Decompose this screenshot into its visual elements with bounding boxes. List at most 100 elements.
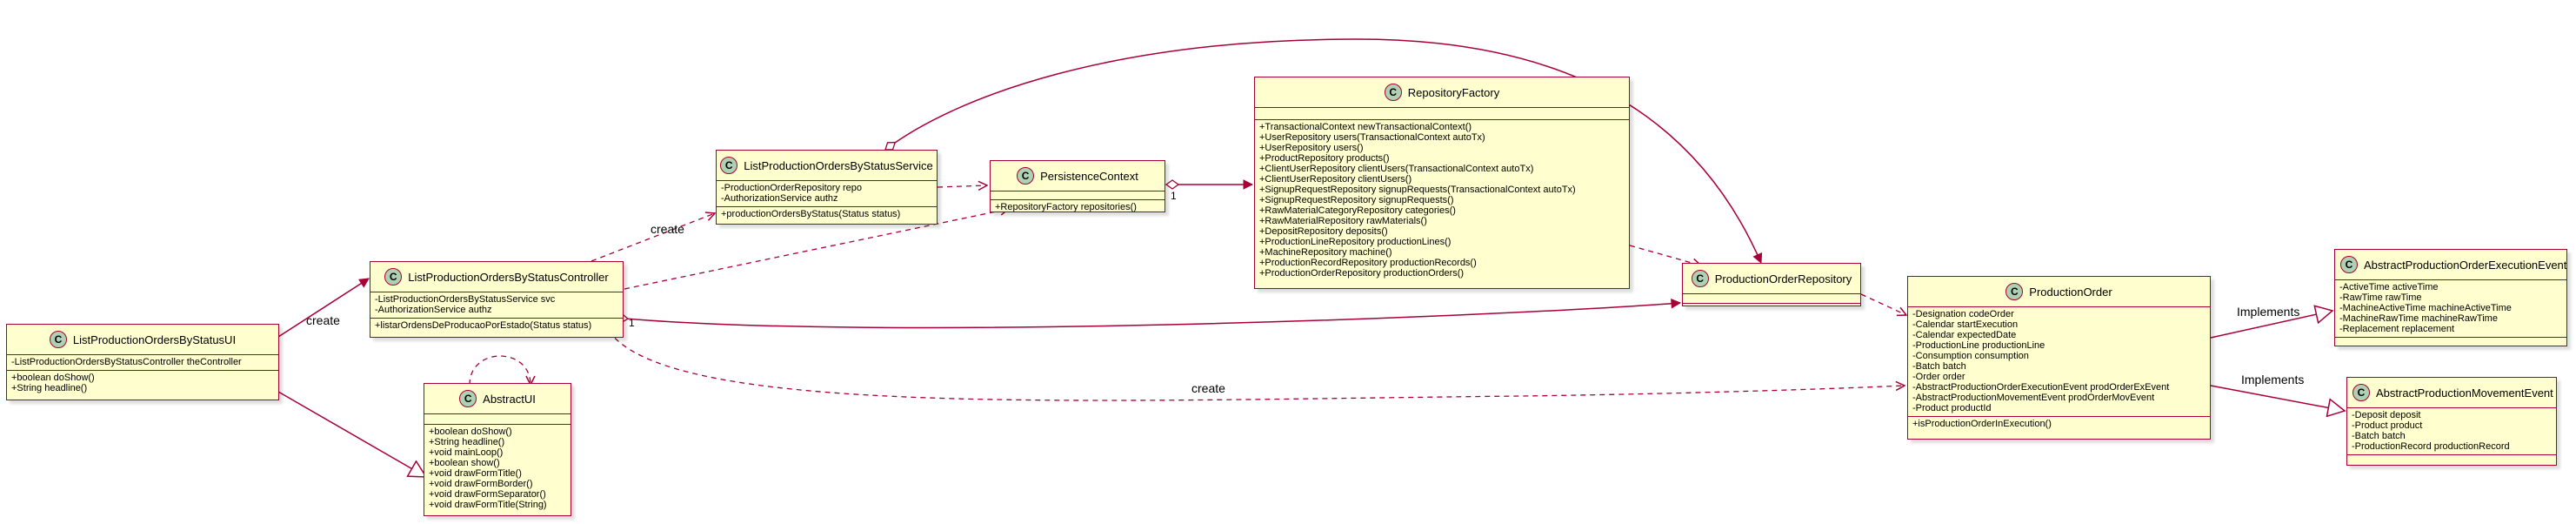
class-name: AbstractProductionMovementEvent [2376,386,2553,400]
class-c-icon: C [1384,84,1402,101]
class-c-icon: C [459,390,477,407]
field: -ActiveTime activeTime [2339,282,2439,292]
methods-section: +RepositoryFactory repositories() [991,200,1165,215]
label-create-controller-service: create [651,222,684,236]
class-header: C ListProductionOrdersByStatusController [370,262,623,292]
fields-section: -Designation codeOrder -Calendar startEx… [1908,307,2210,417]
fields-section: -ActiveTime activeTime -RawTime rawTime … [2335,280,2566,338]
method: +void mainLoop() [429,447,504,458]
class-list-production-orders-by-status-controller[interactable]: C ListProductionOrdersByStatusController… [370,261,624,338]
class-repository-factory[interactable]: C RepositoryFactory +TransactionalContex… [1254,77,1630,289]
method: +listarOrdensDeProducaoPorEstado(Status … [375,320,592,331]
field: -ListProductionOrdersByStatusService svc [375,294,556,305]
method: +RawMaterialCategoryRepository categorie… [1259,205,1456,216]
method: +SignupRequestRepository signupRequests(… [1259,195,1454,205]
realization-order-execevent [2210,311,2332,339]
method: +boolean show() [429,458,500,468]
method: +ProductionRecordRepository productionRe… [1259,258,1477,268]
method: +ProductRepository products() [1259,153,1390,164]
dep-service-persistence [937,185,987,187]
field: -Replacement replacement [2339,324,2455,334]
class-persistence-context[interactable]: C PersistenceContext +RepositoryFactory … [990,160,1165,212]
field: -MachineActiveTime machineActiveTime [2339,303,2512,313]
label-implements-mov: Implements [2241,373,2305,386]
fields-section: -ListProductionOrdersByStatusController … [7,355,278,371]
methods-section: +productionOrdersByStatus(Status status) [717,207,937,222]
class-c-icon: C [2352,384,2370,401]
method: +TransactionalContext newTransactionalCo… [1259,122,1472,132]
methods-section: +listarOrdensDeProducaoPorEstado(Status … [370,319,623,333]
class-name: ListProductionOrdersByStatusUI [72,333,237,346]
class-name: ProductionOrderRepository [1714,272,1852,286]
field: -ProductionLine productionLine [1912,340,2045,351]
class-header: C ListProductionOrdersByStatusUI [7,325,278,355]
field: -Product productId [1912,403,1992,413]
class-name: AbstractProductionOrderExecutionEvent [2364,258,2567,272]
method: +MachineRepository machine() [1259,247,1392,258]
method: +String headline() [429,437,505,447]
fields-section: -Deposit deposit -Product product -Batch… [2347,408,2556,455]
dep-controller-order [608,330,1905,401]
class-abstract-ui[interactable]: C AbstractUI +boolean doShow() +String h… [424,383,571,516]
dep-controller-service [591,213,715,262]
field: -Designation codeOrder [1912,309,2014,319]
class-name: PersistenceContext [1040,169,1138,183]
method: +ProductionOrderRepository productionOrd… [1259,268,1465,279]
fields-section [991,191,1165,200]
class-header: C ProductionOrder [1908,277,2210,307]
methods-section [1683,304,1860,313]
class-abstract-production-order-execution-event[interactable]: C AbstractProductionOrderExecutionEvent … [2334,249,2567,346]
method: +RawMaterialRepository rawMaterials() [1259,216,1427,226]
method: +void drawFormBorder() [429,479,533,489]
fields-section [1683,294,1860,304]
field: -RawTime rawTime [2339,292,2422,303]
method: +boolean doShow() [11,373,95,383]
method: +UserRepository users() [1259,143,1364,153]
field: -Order order [1912,372,1965,382]
class-header: C ProductionOrderRepository [1683,264,1860,294]
method: +productionOrdersByStatus(Status status) [721,209,901,219]
field: -Consumption consumption [1912,351,2029,361]
field: -ListProductionOrdersByStatusController … [11,357,242,367]
class-production-order[interactable]: C ProductionOrder -Designation codeOrder… [1907,276,2211,440]
methods-section: +isProductionOrderInExecution() [1908,417,2210,432]
field: -AbstractProductionOrderExecutionEvent p… [1912,382,2170,393]
field: -Batch batch [1912,361,1966,372]
class-c-icon: C [720,157,738,174]
class-name: AbstractUI [483,392,536,406]
mult-persistence-factory: 1 [1171,190,1177,202]
field: -AbstractProductionMovementEvent prodOrd… [1912,393,2155,403]
class-production-order-repository[interactable]: C ProductionOrderRepository [1682,263,1861,306]
method: +UserRepository users(TransactionalConte… [1259,132,1485,143]
mult-controller-repo: 1 [629,317,635,329]
class-c-icon: C [49,331,67,348]
class-name: RepositoryFactory [1407,85,1500,99]
methods-section: +boolean doShow() +String headline() [7,371,278,396]
class-header: C AbstractProductionOrderExecutionEvent [2335,250,2566,280]
method: +void drawFormTitle(String) [429,500,547,510]
self-dep-abstractui [469,355,531,385]
class-header: C PersistenceContext [991,161,1165,191]
class-list-production-orders-by-status-service[interactable]: C ListProductionOrdersByStatusService -P… [716,150,938,225]
method: +String headline() [11,383,88,393]
label-create-controller-order: create [1191,381,1225,395]
method: +isProductionOrderInExecution() [1912,419,2052,429]
class-list-production-orders-by-status-ui[interactable]: C ListProductionOrdersByStatusUI -ListPr… [6,324,279,400]
field: -AuthorizationService authz [375,305,492,315]
field: -Calendar expectedDate [1912,330,2017,340]
class-name: ProductionOrder [2029,285,2112,299]
field: -AuthorizationService authz [721,193,838,204]
method: +ProductionLineRepository productionLine… [1259,237,1452,247]
methods-section: +TransactionalContext newTransactionalCo… [1255,120,1629,281]
field: -MachineRawTime machineRawTime [2339,313,2498,324]
class-name: ListProductionOrdersByStatusService [744,158,933,172]
field: -ProductionOrderRepository repo [721,183,863,193]
class-abstract-production-movement-event[interactable]: C AbstractProductionMovementEvent -Depos… [2346,377,2557,466]
fields-section: -ProductionOrderRepository repo -Authori… [717,181,937,207]
class-c-icon: C [1691,270,1709,287]
class-header: C RepositoryFactory [1255,77,1629,108]
method: +SignupRequestRepository signupRequests(… [1259,185,1576,195]
field: -Deposit deposit [2352,410,2421,420]
field: -Product product [2352,420,2423,431]
